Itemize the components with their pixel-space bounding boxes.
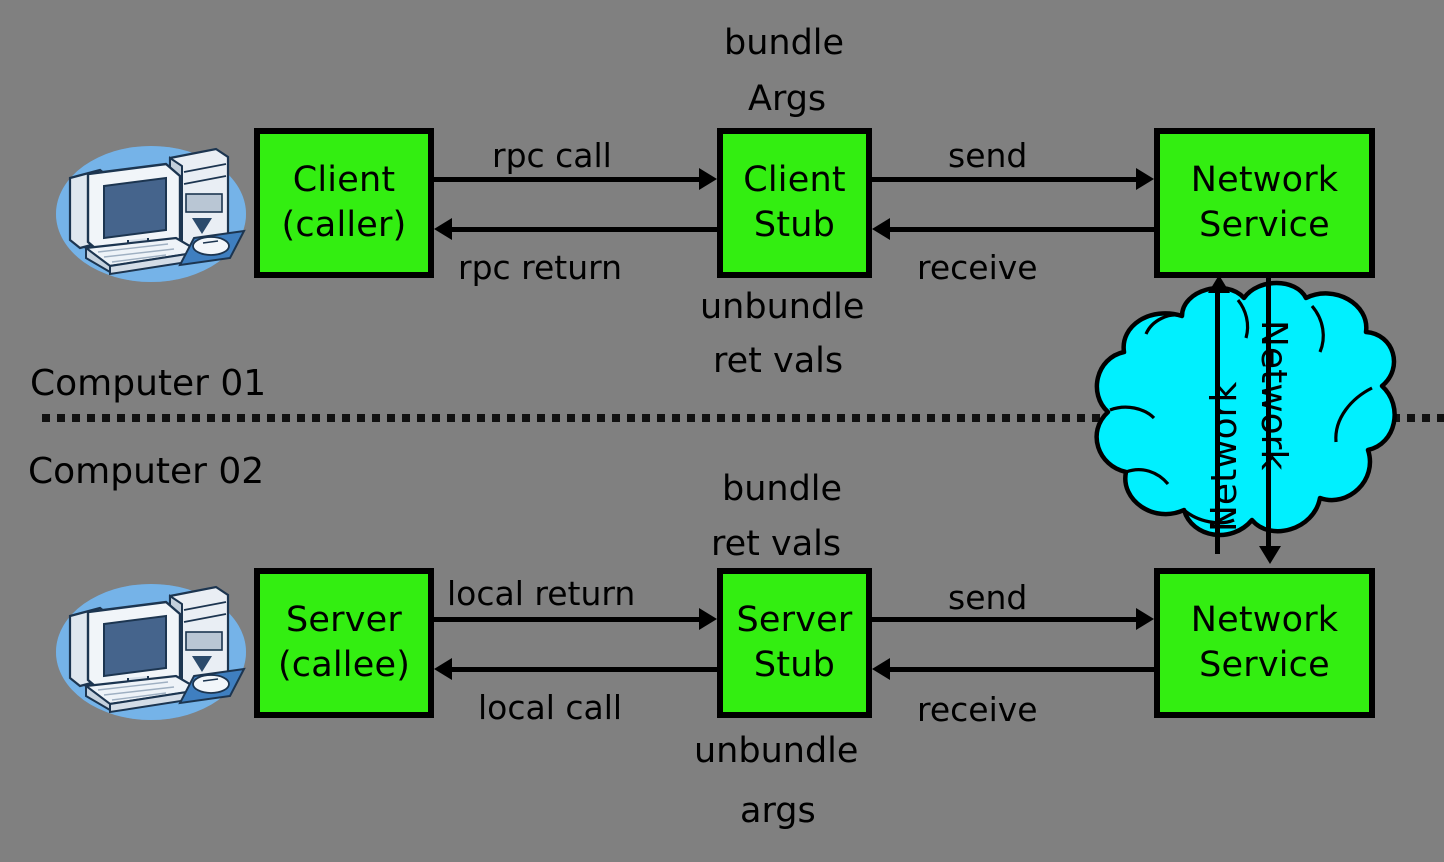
cloud-label-left: Network — [1204, 381, 1245, 532]
bundle-retvals-line2: ret vals — [711, 524, 842, 564]
unbundle-args-line1: unbundle — [694, 731, 859, 771]
bundle-retvals-line1: bundle — [722, 469, 843, 509]
receive-top-arrow-line — [890, 227, 1154, 232]
client-box-line1: Client — [292, 160, 396, 201]
receive-bottom-arrow-head — [872, 658, 890, 680]
receive-bottom-arrow-line — [890, 667, 1154, 672]
network-service-bottom-box[interactable]: Network Service — [1154, 568, 1375, 718]
receive-top-arrow-head — [872, 218, 890, 240]
local-call-arrow-head — [434, 658, 452, 680]
network-service-bottom-line1: Network — [1190, 600, 1339, 641]
network-down-arrow-head — [1259, 546, 1281, 564]
local-return-arrow-head — [699, 608, 717, 630]
send-top-arrow-head — [1136, 168, 1154, 190]
unbundle-args-line2: args — [740, 791, 816, 831]
rpc-call-arrow-head — [699, 168, 717, 190]
network-service-bottom-line2: Service — [1199, 645, 1330, 685]
desktop-computer-icon-bottom — [56, 584, 246, 720]
local-call-arrow-line — [452, 667, 717, 672]
client-stub-box[interactable]: Client Stub — [717, 128, 872, 278]
send-bottom-arrow-head — [1136, 608, 1154, 630]
network-service-top-line2: Service — [1199, 205, 1330, 245]
server-stub-box[interactable]: Server Stub — [717, 568, 872, 718]
rpc-call-label: rpc call — [492, 136, 612, 175]
rpc-return-arrow-line — [452, 227, 717, 232]
client-stub-line1: Client — [743, 160, 846, 201]
send-top-arrow-line — [872, 177, 1136, 182]
unbundle-retvals-line2: ret vals — [713, 341, 844, 381]
cloud-label-right: Network — [1253, 320, 1294, 471]
bundle-args-line1: bundle — [724, 23, 845, 63]
network-service-top-box[interactable]: Network Service — [1154, 128, 1375, 278]
network-cloud-icon — [1094, 280, 1397, 538]
network-service-top-line1: Network — [1190, 160, 1339, 201]
bundle-args-line2: Args — [748, 79, 827, 119]
client-box-line2: (caller) — [281, 205, 407, 245]
client-stub-line2: Stub — [753, 205, 836, 245]
server-box-line2: (callee) — [277, 645, 411, 685]
rpc-return-arrow-head — [434, 218, 452, 240]
client-box[interactable]: Client (caller) — [254, 128, 434, 278]
desktop-computer-icon-top — [56, 146, 246, 282]
server-box[interactable]: Server (callee) — [254, 568, 434, 718]
send-top-label: send — [948, 136, 1028, 175]
local-return-label: local return — [447, 574, 636, 613]
rpc-return-label: rpc return — [458, 248, 623, 287]
network-down-arrow-line — [1266, 278, 1271, 546]
local-call-label: local call — [478, 688, 623, 727]
server-box-line1: Server — [286, 600, 402, 641]
local-return-arrow-line — [434, 617, 699, 622]
server-stub-line1: Server — [736, 600, 853, 641]
unbundle-retvals-line1: unbundle — [700, 287, 865, 327]
receive-bottom-label: receive — [917, 690, 1038, 729]
network-up-arrow-line — [1215, 290, 1220, 554]
computer-boundary-divider — [42, 414, 1444, 422]
network-up-arrow-head — [1208, 275, 1230, 293]
send-bottom-label: send — [948, 578, 1028, 617]
server-stub-line2: Stub — [753, 645, 836, 685]
computer-01-label: Computer 01 — [30, 363, 267, 404]
rpc-call-arrow-line — [434, 177, 699, 182]
computer-02-label: Computer 02 — [28, 451, 265, 492]
send-bottom-arrow-line — [872, 617, 1136, 622]
receive-top-label: receive — [917, 248, 1038, 287]
